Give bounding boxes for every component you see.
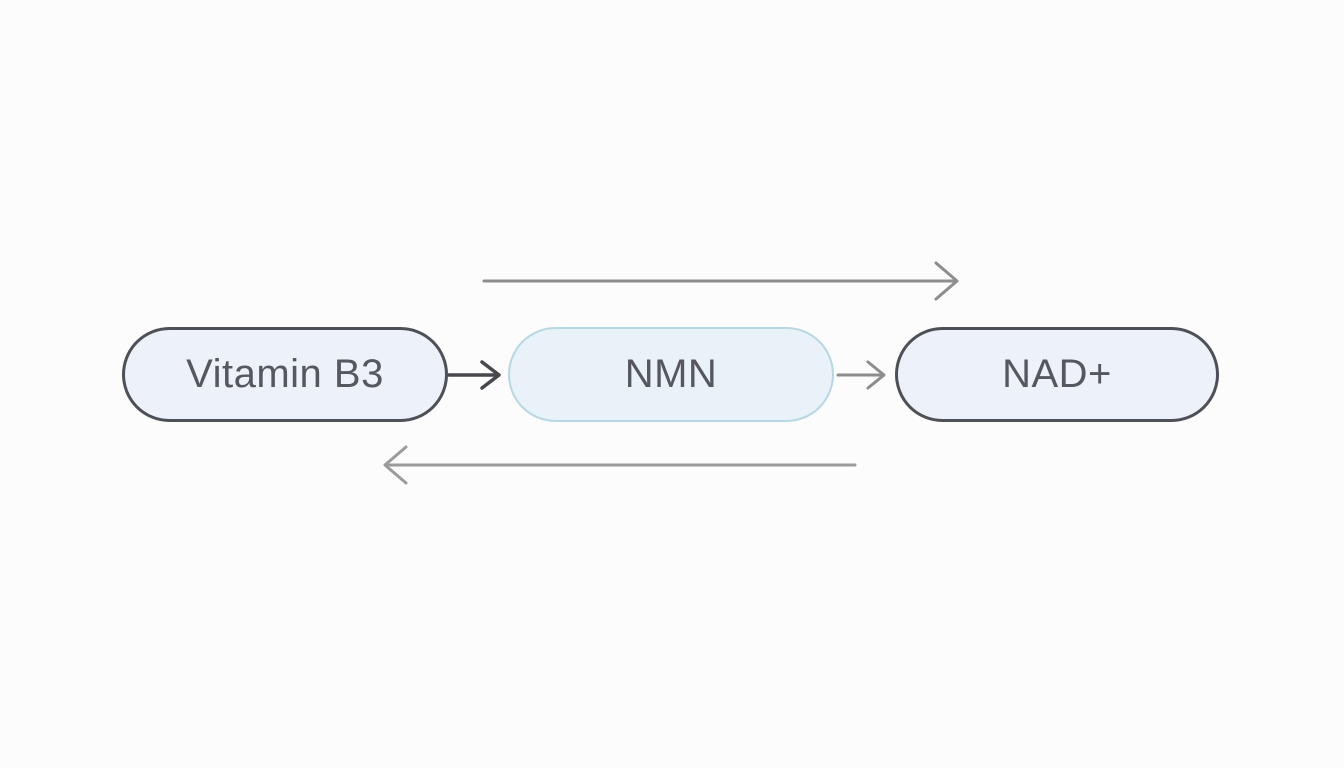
- top-forward-arrow: [482, 261, 959, 301]
- node-nmn: NMN: [508, 327, 834, 422]
- node-nad-label: NAD+: [1002, 352, 1112, 396]
- vitaminb3-to-nmn-arrow: [447, 360, 501, 390]
- nmn-to-nad-arrow: [836, 360, 886, 390]
- bottom-reverse-arrow: [383, 445, 857, 485]
- node-nad: NAD+: [895, 327, 1219, 422]
- node-nmn-label: NMN: [624, 352, 718, 396]
- node-vitamin-b3-label: Vitamin B3: [186, 352, 384, 396]
- node-vitamin-b3: Vitamin B3: [122, 327, 448, 422]
